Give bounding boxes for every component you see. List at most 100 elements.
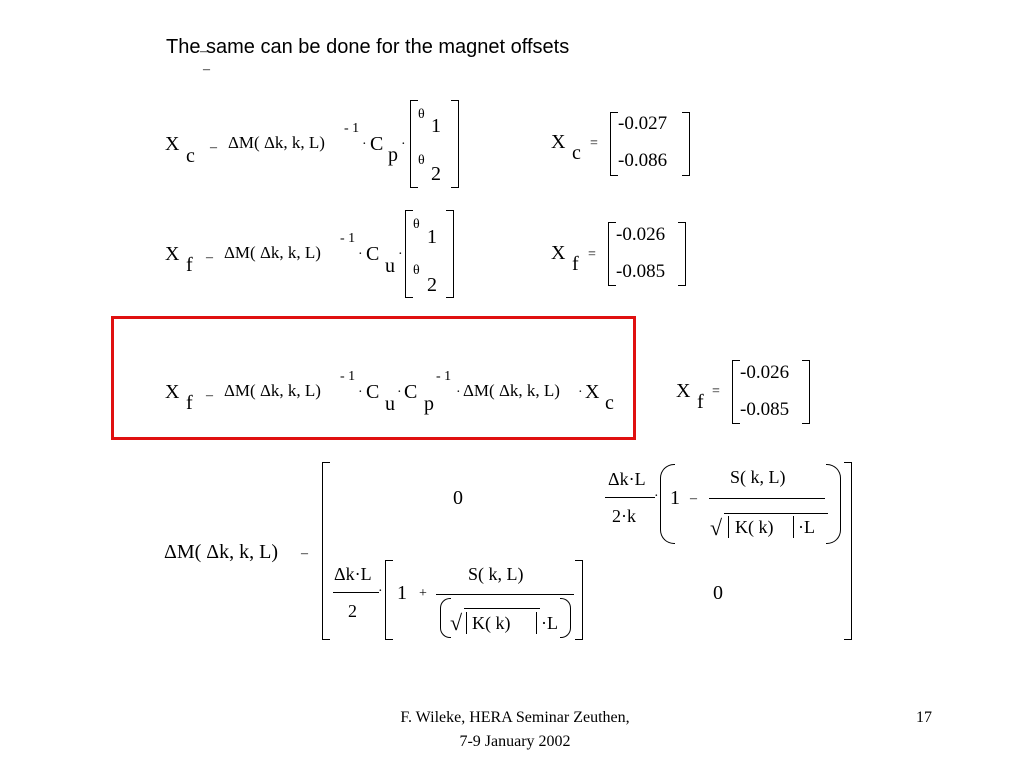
a12-dot: · (654, 489, 659, 504)
eq3-x-c-subscript: c (605, 392, 614, 414)
a12-length: ·L (798, 517, 815, 537)
a12-numerator: Δk·L (608, 469, 646, 489)
eq1-result-1: -0.027 (618, 113, 668, 134)
eq3-delta-m-2: ΔM( Δk, k, L) (463, 381, 560, 400)
a21-plus: + (419, 586, 427, 601)
eq1-rhs-x: X (551, 131, 566, 153)
eq2-vector-left-bracket (405, 210, 413, 298)
eq1-result-2: -0.086 (618, 150, 668, 171)
eq3-dot: · (358, 385, 363, 400)
a21-one: 1 (397, 582, 407, 604)
footer-author: F. Wileke, HERA Seminar Zeuthen, (400, 709, 630, 726)
eq2-x-subscript: f (186, 254, 193, 276)
eq1-theta-2: θ (418, 153, 425, 168)
eq3-dot-3: · (456, 385, 461, 400)
a21-denominator: 2 (348, 601, 357, 621)
eq2-theta-index-1: 1 (427, 226, 437, 248)
a12-fraction-bar (605, 497, 655, 498)
eq3-result-left-bracket (732, 360, 740, 424)
eq1-vector-right-bracket (451, 100, 459, 188)
a12-abs-right (793, 516, 794, 538)
eq3-exponent-1: - 1 (340, 369, 356, 384)
a21-abs-right (536, 612, 537, 634)
eq2-result-1: -0.026 (616, 224, 666, 245)
eq3-rhs-x: X (676, 380, 691, 402)
a21-left-bracket (385, 560, 393, 640)
eq4-operator: – (301, 546, 308, 561)
eq3-operator: – (206, 388, 213, 403)
eq3-c-u-subscript: u (385, 393, 395, 415)
a21-sqrt-overline (464, 608, 540, 609)
a21-sqrt-icon: √ (450, 610, 463, 635)
eq2-result-2: -0.085 (616, 261, 666, 282)
a12-right-paren (826, 464, 841, 544)
eq3-result-2: -0.085 (740, 399, 790, 420)
eq3-delta-m: ΔM( Δk, k, L) (224, 381, 321, 400)
a12-inner-fraction-bar (709, 498, 825, 499)
eq1-c-subscript: p (388, 144, 398, 166)
eq2-operator: – (206, 250, 213, 265)
eq3-c-u: C (366, 381, 380, 403)
eq3-result-right-bracket (802, 360, 810, 424)
eq3-exponent-2: - 1 (436, 369, 452, 384)
a12-one: 1 (670, 487, 680, 509)
matrix-a22: 0 (713, 582, 723, 604)
a21-numerator: Δk·L (334, 564, 372, 584)
eq1-c: C (370, 133, 384, 155)
a21-right-bracket (575, 560, 583, 640)
a12-sqrt-icon: √ (710, 515, 723, 540)
eq2-theta-index-2: 2 (427, 274, 437, 296)
eq3-result-1: -0.026 (740, 362, 790, 383)
eq3-c-p: C (404, 381, 418, 403)
eq2-x: X (165, 243, 180, 265)
eq2-theta-2: θ (413, 263, 420, 278)
eq2-rhs-x: X (551, 242, 566, 264)
eq1-dot: · (362, 137, 367, 152)
a12-sqrt-overline (724, 513, 828, 514)
eq2-dot-2: · (398, 247, 403, 262)
eq3-x-c: X (585, 381, 600, 403)
a21-inner-fraction-bar (436, 594, 574, 595)
eq2-result-right-bracket (678, 222, 686, 286)
a21-k-function: K( k) (472, 613, 511, 633)
a21-abs-left (466, 612, 467, 634)
eq3-dot-4: · (578, 385, 583, 400)
a21-fraction-bar (333, 592, 379, 593)
eq2-result-left-bracket (608, 222, 616, 286)
matrix-right-bracket (844, 462, 852, 640)
eq1-operator: – (210, 140, 217, 155)
heading-mark: – (200, 44, 207, 59)
slide-title: The same can be done for the magnet offs… (166, 36, 570, 58)
eq3-dot-2: · (397, 385, 402, 400)
a12-minus: – (690, 491, 697, 506)
eq2-exponent: - 1 (340, 231, 356, 246)
eq2-rhs-equals: = (588, 247, 596, 262)
a21-right-paren (560, 598, 571, 638)
eq1-vector-left-bracket (410, 100, 418, 188)
footer-date: 7-9 January 2002 (459, 733, 571, 750)
eq1-rhs-subscript: c (572, 142, 581, 164)
eq2-delta-m: ΔM( Δk, k, L) (224, 243, 321, 262)
eq2-dot: · (358, 247, 363, 262)
eq4-lhs: ΔM( Δk, k, L) (164, 541, 279, 563)
matrix-left-bracket (322, 462, 330, 640)
eq1-dot-2: · (401, 137, 406, 152)
eq3-rhs-subscript: f (697, 391, 704, 413)
eq1-result-right-bracket (682, 112, 690, 176)
a12-s-function: S( k, L) (730, 467, 786, 487)
eq2-rhs-subscript: f (572, 253, 579, 275)
matrix-a11: 0 (453, 487, 463, 509)
eq3-rhs-equals: = (712, 384, 720, 399)
eq1-x: X (165, 133, 180, 155)
eq2-c: C (366, 243, 380, 265)
eq2-vector-right-bracket (446, 210, 454, 298)
highlight-box (111, 316, 636, 440)
eq1-theta-index-2: 2 (431, 163, 441, 185)
a21-dot: · (378, 584, 383, 599)
eq1-rhs-equals: = (590, 136, 598, 151)
a21-s-function: S( k, L) (468, 564, 524, 584)
a12-denominator: 2·k (612, 506, 636, 526)
eq2-theta-1: θ (413, 217, 420, 232)
eq1-exponent: - 1 (344, 121, 360, 136)
eq1-theta-1: θ (418, 107, 425, 122)
